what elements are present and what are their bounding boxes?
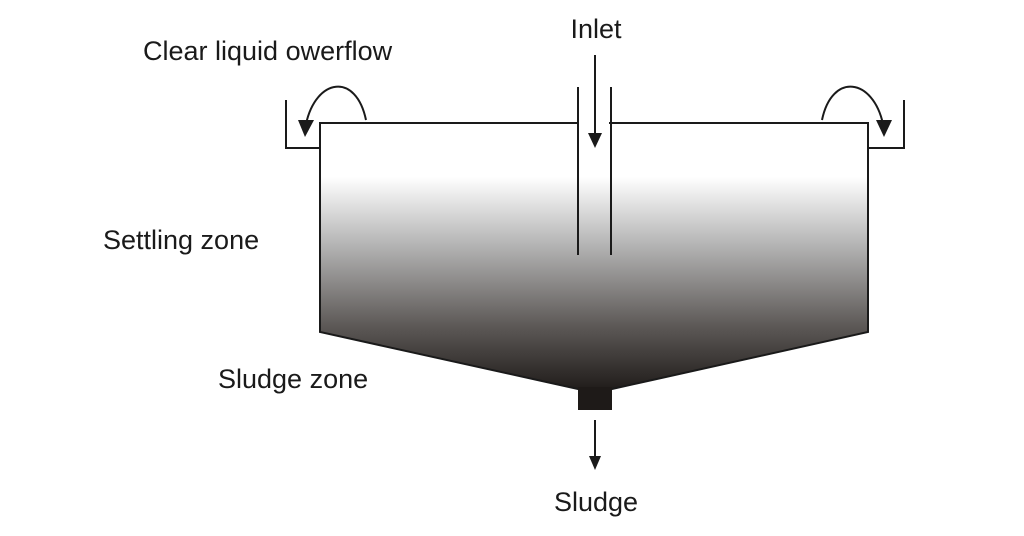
left-overflow-arrow-icon (298, 85, 367, 137)
tank-body (319, 122, 869, 390)
right-overflow-trough (868, 100, 905, 149)
sludge-outlet (578, 387, 612, 410)
sludge-label: Sludge (554, 487, 638, 517)
right-overflow-arrow-icon (821, 85, 892, 137)
sludge-arrow-icon (589, 420, 601, 470)
inlet-label: Inlet (570, 14, 622, 44)
left-overflow-trough (285, 100, 320, 149)
settling-zone-label: Settling zone (103, 225, 259, 255)
overflow-label: Clear liquid owerflow (143, 36, 393, 66)
inlet-arrow-icon (588, 55, 602, 148)
sludge-zone-label: Sludge zone (218, 364, 368, 394)
